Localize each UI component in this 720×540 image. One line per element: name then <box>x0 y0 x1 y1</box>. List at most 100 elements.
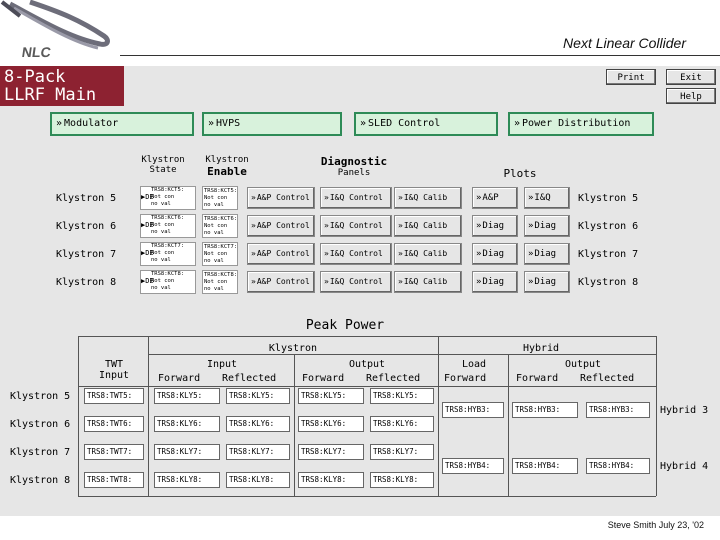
help-button[interactable]: Help <box>666 88 716 104</box>
table-col-rule <box>438 336 439 496</box>
diag-row-label: Klystron 7 <box>56 249 117 260</box>
output-forward-field: TRS8:KLY8: <box>298 472 364 488</box>
iq-control-button[interactable]: »I&Q Control <box>320 271 392 293</box>
nav-arrow-icon: » <box>514 118 521 129</box>
nav-modulator-button[interactable]: »Modulator <box>50 112 194 136</box>
ap-control-button[interactable]: »A&P Control <box>247 215 315 237</box>
output-reflected-field: TRS8:KLY8: <box>370 472 434 488</box>
ap-control-button[interactable]: »A&P Control <box>247 271 315 293</box>
input-forward-field: TRS8:KLY5: <box>154 388 220 404</box>
plot-button-2[interactable]: »Diag <box>524 215 570 237</box>
arrow-icon: » <box>398 193 403 202</box>
iq-calib-button[interactable]: »I&Q Calib <box>394 243 462 265</box>
iq-control-button[interactable]: »I&Q Control <box>320 215 392 237</box>
output-forward-field: TRS8:KLY5: <box>298 388 364 404</box>
table-right-rule <box>656 336 657 496</box>
diag-row-right-label: Klystron 7 <box>578 249 639 260</box>
plot-button-1[interactable]: »Diag <box>472 215 518 237</box>
table-col-rule <box>294 354 295 496</box>
arrow-icon: » <box>398 249 403 258</box>
nav-power-distribution-label: Power Distribution <box>522 118 631 129</box>
nav-hvps-button[interactable]: »HVPS <box>202 112 342 136</box>
hybrid-forward-header: Forward <box>516 373 559 384</box>
arrow-icon: » <box>251 221 256 230</box>
klystron-enable-indicator[interactable]: TRS8:KCT6: Not con no val <box>202 214 238 238</box>
table-bottom-rule <box>78 496 656 497</box>
klystron-enable-indicator[interactable]: TRS8:KCT8: Not con no val <box>202 270 238 294</box>
input-forward-header: Forward <box>158 373 201 384</box>
state-icon: ▶DE <box>141 221 154 229</box>
output-forward-header: Forward <box>302 373 345 384</box>
load-forward-header: Forward <box>444 373 487 384</box>
arrow-icon: » <box>528 277 534 287</box>
table-header-rule <box>78 386 656 387</box>
table-group-rule <box>148 354 656 355</box>
logo-swoosh-icon <box>0 0 110 50</box>
table-col-rule <box>508 354 509 496</box>
iq-control-button[interactable]: »I&Q Control <box>320 187 392 209</box>
hybrid-output-reflected-field: TRS8:HYB4: <box>586 458 650 474</box>
input-forward-field: TRS8:KLY8: <box>154 472 220 488</box>
nlc-logo: NLC <box>0 0 120 66</box>
hybrid-reflected-header: Reflected <box>580 373 635 384</box>
input-reflected-field: TRS8:KLY6: <box>226 416 290 432</box>
diag-row-right-label: Klystron 5 <box>578 193 639 204</box>
plot-button-2[interactable]: »Diag <box>524 271 570 293</box>
plot-button-1[interactable]: »A&P <box>472 187 518 209</box>
state-icon: ▶DE <box>141 277 154 285</box>
nav-sled-control-button[interactable]: »SLED Control <box>354 112 498 136</box>
arrow-icon: » <box>251 193 256 202</box>
twt-input-field: TRS8:TWT6: <box>84 416 144 432</box>
plot-button-2[interactable]: »I&Q <box>524 187 570 209</box>
twt-input-field: TRS8:TWT5: <box>84 388 144 404</box>
arrow-icon: » <box>528 193 534 203</box>
plot-button-1[interactable]: »Diag <box>472 271 518 293</box>
screen-title-line1: 8-Pack <box>4 67 66 87</box>
diag-row-label: Klystron 8 <box>56 277 117 288</box>
slide-title: Next Linear Collider <box>563 35 686 51</box>
ap-control-button[interactable]: »A&P Control <box>247 187 315 209</box>
load-header: Load <box>461 359 487 370</box>
arrow-icon: » <box>476 193 482 203</box>
iq-calib-button[interactable]: »I&Q Calib <box>394 215 462 237</box>
arrow-icon: » <box>476 249 482 259</box>
ap-control-button[interactable]: »A&P Control <box>247 243 315 265</box>
klystron-enable-indicator[interactable]: TRS8:KCT7: Not con no val <box>202 242 238 266</box>
plot-button-2[interactable]: »Diag <box>524 243 570 265</box>
hybrid-output-header: Output <box>564 359 602 370</box>
peak-power-title: Peak Power <box>305 318 385 333</box>
print-button[interactable]: Print <box>606 69 656 85</box>
nav-arrow-icon: » <box>56 118 63 129</box>
klystron-group-header: Klystron <box>268 343 318 354</box>
output-reflected-header: Reflected <box>366 373 421 384</box>
diag-row-right-label: Klystron 8 <box>578 277 639 288</box>
peak-row-label: Klystron 7 <box>10 447 71 458</box>
nav-power-distribution-button[interactable]: »Power Distribution <box>508 112 654 136</box>
arrow-icon: » <box>398 221 403 230</box>
klystron-enable-indicator[interactable]: TRS8:KCT5: Not con no val <box>202 186 238 210</box>
nav-sled-control-label: SLED Control <box>368 118 441 129</box>
iq-calib-button[interactable]: »I&Q Calib <box>394 187 462 209</box>
hybrid-load-field: TRS8:HYB4: <box>442 458 504 474</box>
hybrid-label: Hybrid 3 <box>660 405 709 416</box>
nav-arrow-icon: » <box>360 118 367 129</box>
twt-input-field: TRS8:TWT8: <box>84 472 144 488</box>
state-icon: ▶DE <box>141 193 154 201</box>
logo-text: NLC <box>20 44 52 60</box>
output-reflected-field: TRS8:KLY5: <box>370 388 434 404</box>
iq-calib-button[interactable]: »I&Q Calib <box>394 271 462 293</box>
arrow-icon: » <box>528 221 534 231</box>
output-forward-field: TRS8:KLY7: <box>298 444 364 460</box>
exit-button[interactable]: Exit <box>666 69 716 85</box>
hybrid-label: Hybrid 4 <box>660 461 709 472</box>
plot-button-1[interactable]: »Diag <box>472 243 518 265</box>
table-left-rule <box>78 336 79 496</box>
iq-control-button[interactable]: »I&Q Control <box>320 243 392 265</box>
plots-header: Plots <box>503 167 537 180</box>
input-reflected-field: TRS8:KLY5: <box>226 388 290 404</box>
